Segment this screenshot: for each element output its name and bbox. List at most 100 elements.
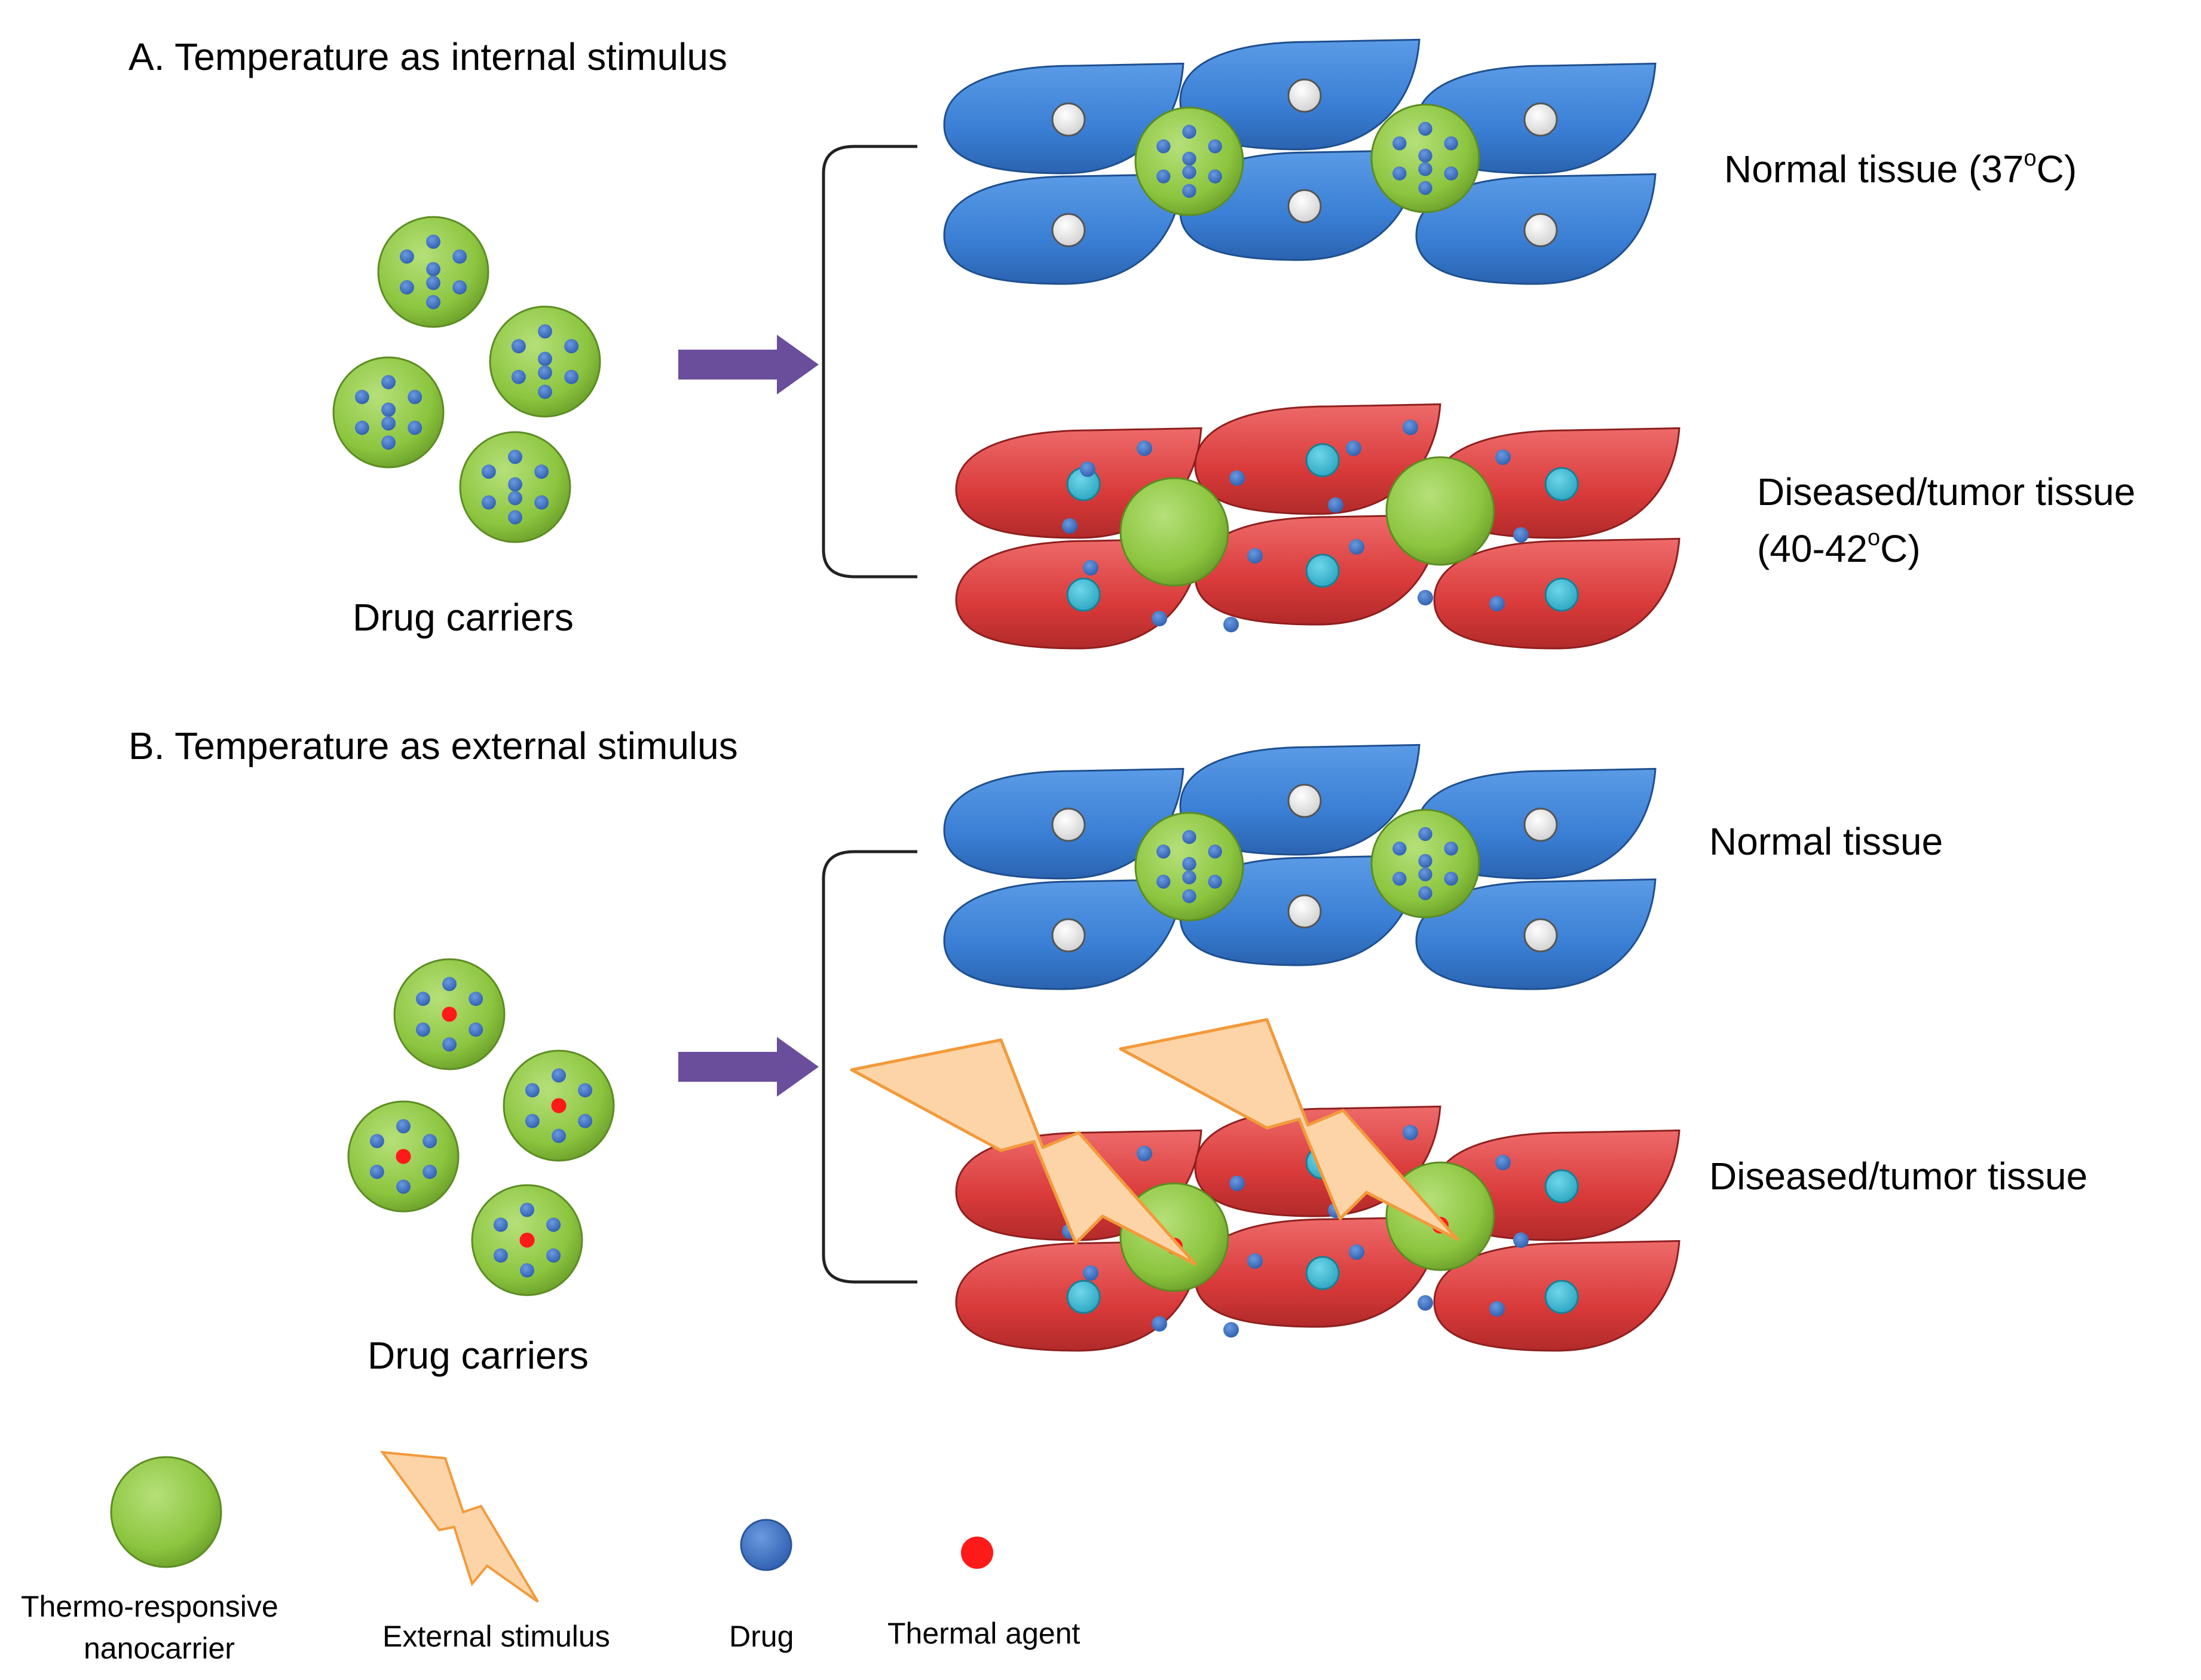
drug-dot (564, 339, 579, 354)
drug-dot (508, 477, 522, 492)
panel-b-carriers-label: Drug carriers (368, 1334, 589, 1377)
drug-dot (520, 1263, 534, 1278)
drug-dot (1418, 148, 1432, 163)
tissue-cell (1433, 1129, 1680, 1241)
legend-drug-label: Drug (729, 1620, 794, 1653)
drug-dot (426, 234, 440, 249)
drug-dot (1392, 841, 1407, 856)
drug-dot (381, 416, 396, 431)
drug-dot (481, 495, 496, 510)
drug-dot (552, 1128, 566, 1143)
legend: Thermo-responsive nanocarrier External s… (21, 1451, 1080, 1665)
drug-dot (399, 249, 414, 264)
released-drug-dot (1513, 527, 1529, 543)
drug-dot (1392, 871, 1407, 886)
drug-dot (1444, 871, 1458, 886)
released-drug-dot (1403, 1125, 1418, 1140)
drug-dot (508, 449, 522, 464)
panel-b-normal-tissue-label: Normal tissue (1709, 820, 1943, 863)
released-drug-dot (1223, 1322, 1239, 1338)
cell-nucleus (1544, 577, 1579, 612)
tissue-cell (1433, 537, 1680, 650)
drug-dot (399, 280, 414, 295)
drug-dot (423, 1164, 437, 1179)
tissue-cell (943, 767, 1184, 880)
cell-nucleus (1066, 577, 1101, 612)
released-drug-dot (1495, 449, 1511, 465)
thermal-agent-dot (551, 1098, 567, 1113)
drug-dot (1156, 844, 1171, 859)
drug-dot (546, 1248, 561, 1263)
nanocarrier (377, 216, 489, 328)
drug-dot (396, 1119, 411, 1134)
drug-dot (1182, 870, 1196, 885)
nanocarrier (459, 431, 571, 543)
normal-tissue-panel-b (943, 743, 1657, 990)
drug-dot (369, 1164, 384, 1179)
nanocarrier-body (1119, 477, 1229, 587)
cell-nucleus (1523, 213, 1558, 247)
released-drug-dot (1247, 548, 1263, 564)
drug-dot (1418, 180, 1432, 195)
drug-dot (1182, 889, 1196, 904)
panel-a-carriers-label: Drug carriers (353, 596, 574, 639)
panel-a-heading: A. Temperature as internal stimulus (128, 35, 727, 78)
cell-nucleus (1051, 807, 1086, 842)
drug-dot (1392, 136, 1407, 151)
drug-dot (534, 495, 549, 510)
drug-dot (538, 324, 552, 339)
released-drug-dot (1349, 539, 1364, 555)
lightning-bolt-icon (1119, 1018, 1459, 1241)
drug-dot (381, 375, 396, 390)
released-drug-dot (1083, 1265, 1098, 1281)
drug-dot (1208, 874, 1222, 889)
nanocarrier (393, 958, 506, 1070)
cell-nucleus (1305, 1256, 1340, 1290)
cell-nucleus (1287, 894, 1322, 929)
cell-nucleus (1287, 784, 1322, 818)
drug-dot (1182, 165, 1196, 179)
drug-dot (508, 491, 522, 506)
drug-dot (442, 1037, 457, 1052)
drug-dot (493, 1248, 508, 1263)
released-drug-dot (1489, 1301, 1505, 1317)
cell-nucleus (1287, 78, 1322, 113)
cell-nucleus (1544, 467, 1579, 501)
arrow-panel-a (678, 335, 819, 394)
released-drug-dot (1229, 470, 1245, 486)
drug-dot (1418, 867, 1432, 882)
drug-dot (408, 390, 423, 405)
drug-dot (426, 262, 440, 277)
drug-dot (1208, 169, 1222, 183)
drug-dot (578, 1113, 593, 1128)
released-drug-dot (1346, 440, 1361, 456)
drug-dot (1156, 139, 1171, 154)
legend-external-stimulus-icon (379, 1451, 539, 1603)
bracket-panel-b (822, 850, 917, 1284)
legend-thermal-agent-icon (961, 1537, 993, 1569)
cell-nucleus (1305, 553, 1340, 588)
legend-nanocarrier-label-1: Thermo-responsive (21, 1590, 278, 1623)
drug-dot (1208, 844, 1222, 859)
drug-dot (1392, 166, 1407, 180)
drug-dot (442, 977, 457, 992)
released-drug-dot (1513, 1232, 1529, 1248)
drug-dot (525, 1083, 540, 1098)
drug-dot (511, 369, 526, 384)
nanocarrier (503, 1049, 615, 1162)
released-drug-dot (1328, 497, 1343, 513)
cell-nucleus (1523, 102, 1558, 137)
cell-nucleus (1305, 443, 1340, 478)
released-drug-dot (1083, 560, 1098, 576)
tissue-cell (1415, 173, 1657, 285)
drug-dot (546, 1217, 561, 1232)
drug-dot (396, 1179, 411, 1194)
released-drug-dot (1403, 420, 1418, 435)
thermal-agent-dot (519, 1232, 535, 1248)
legend-nanocarrier-label-2: nanocarrier (84, 1632, 235, 1665)
nanocarrier (332, 356, 445, 469)
released-drug-dot (1137, 440, 1152, 456)
drug-dot (1182, 124, 1196, 139)
nanocarrier (1134, 812, 1244, 922)
